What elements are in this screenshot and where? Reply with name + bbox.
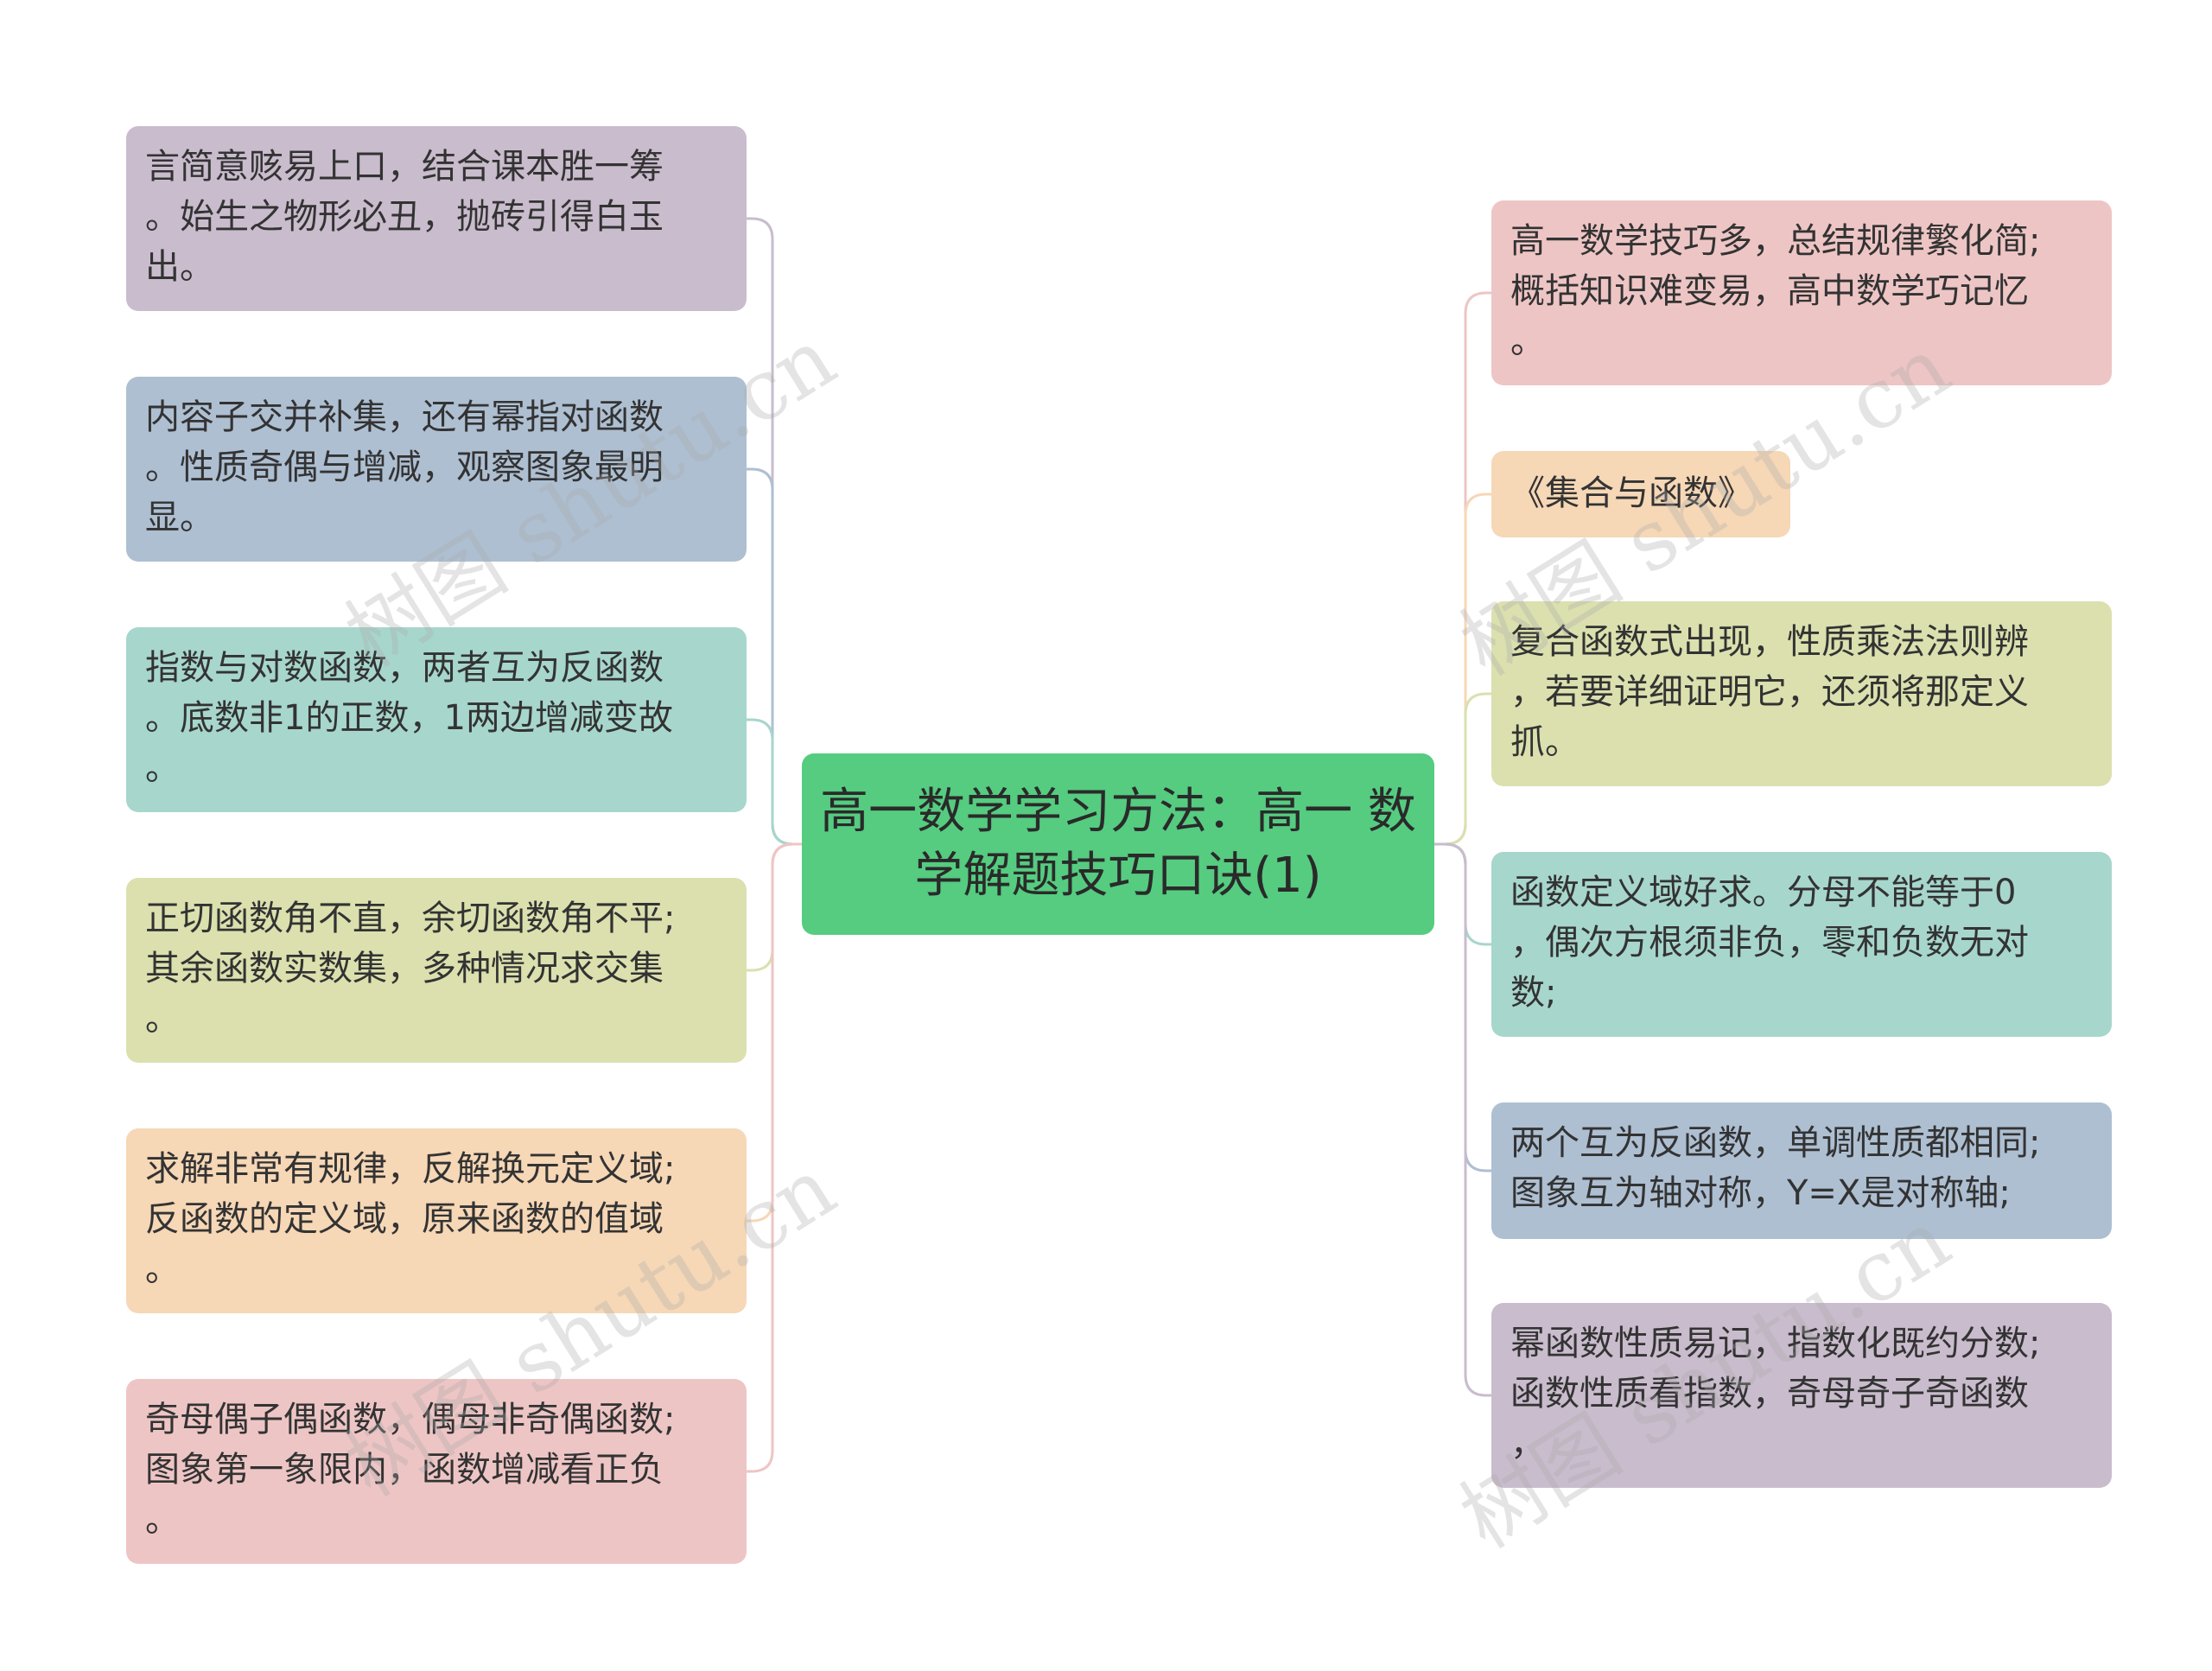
left-connector-1: [747, 217, 802, 846]
left-connector-5: [747, 842, 802, 1223]
right-topic-3[interactable]: 复合函数式出现，性质乘法法则辨 ，若要详细证明它，还须将那定义 抓。: [1491, 601, 2112, 786]
left-connector-6: [747, 842, 802, 1473]
left-topic-4[interactable]: 正切函数角不直，余切函数角不平; 其余函数实数集，多种情况求交集 。: [126, 878, 747, 1063]
right-topic-1[interactable]: 高一数学技巧多，总结规律繁化简; 概括知识难变易，高中数学巧记忆 。: [1491, 200, 2112, 385]
left-topic-3[interactable]: 指数与对数函数，两者互为反函数 。底数非1的正数，1两边增减变故 。: [126, 627, 747, 812]
right-topic-6[interactable]: 幂函数性质易记，指数化既约分数; 函数性质看指数，奇母奇子奇函数 ，: [1491, 1303, 2112, 1488]
right-connector-2: [1434, 492, 1491, 846]
left-topic-1[interactable]: 言简意赅易上口，结合课本胜一筹 。始生之物形必丑，抛砖引得白玉 出。: [126, 126, 747, 311]
left-connector-3: [747, 718, 802, 846]
root-topic[interactable]: 高一数学学习方法：高一 数学解题技巧口诀(1): [802, 753, 1434, 935]
left-topic-5[interactable]: 求解非常有规律，反解换元定义域; 反函数的定义域，原来函数的值域 。: [126, 1128, 747, 1313]
left-connector-4: [747, 842, 802, 972]
left-topic-2[interactable]: 内容子交并补集，还有幂指对函数 。性质奇偶与增减，观察图象最明 显。: [126, 377, 747, 562]
right-connector-3: [1434, 692, 1491, 846]
right-topic-4[interactable]: 函数定义域好求。分母不能等于0 ，偶次方根须非负，零和负数无对 数;: [1491, 852, 2112, 1037]
right-connector-6: [1434, 842, 1491, 1397]
right-topic-5[interactable]: 两个互为反函数，单调性质都相同; 图象互为轴对称，Y=X是对称轴;: [1491, 1102, 2112, 1239]
left-connector-2: [747, 467, 802, 846]
right-connector-1: [1434, 291, 1491, 846]
right-connector-5: [1434, 842, 1491, 1172]
left-topic-6[interactable]: 奇母偶子偶函数，偶母非奇偶函数; 图象第一象限内，函数增减看正负 。: [126, 1379, 747, 1564]
right-topic-2[interactable]: 《集合与函数》: [1491, 451, 1790, 537]
right-connector-4: [1434, 842, 1491, 946]
